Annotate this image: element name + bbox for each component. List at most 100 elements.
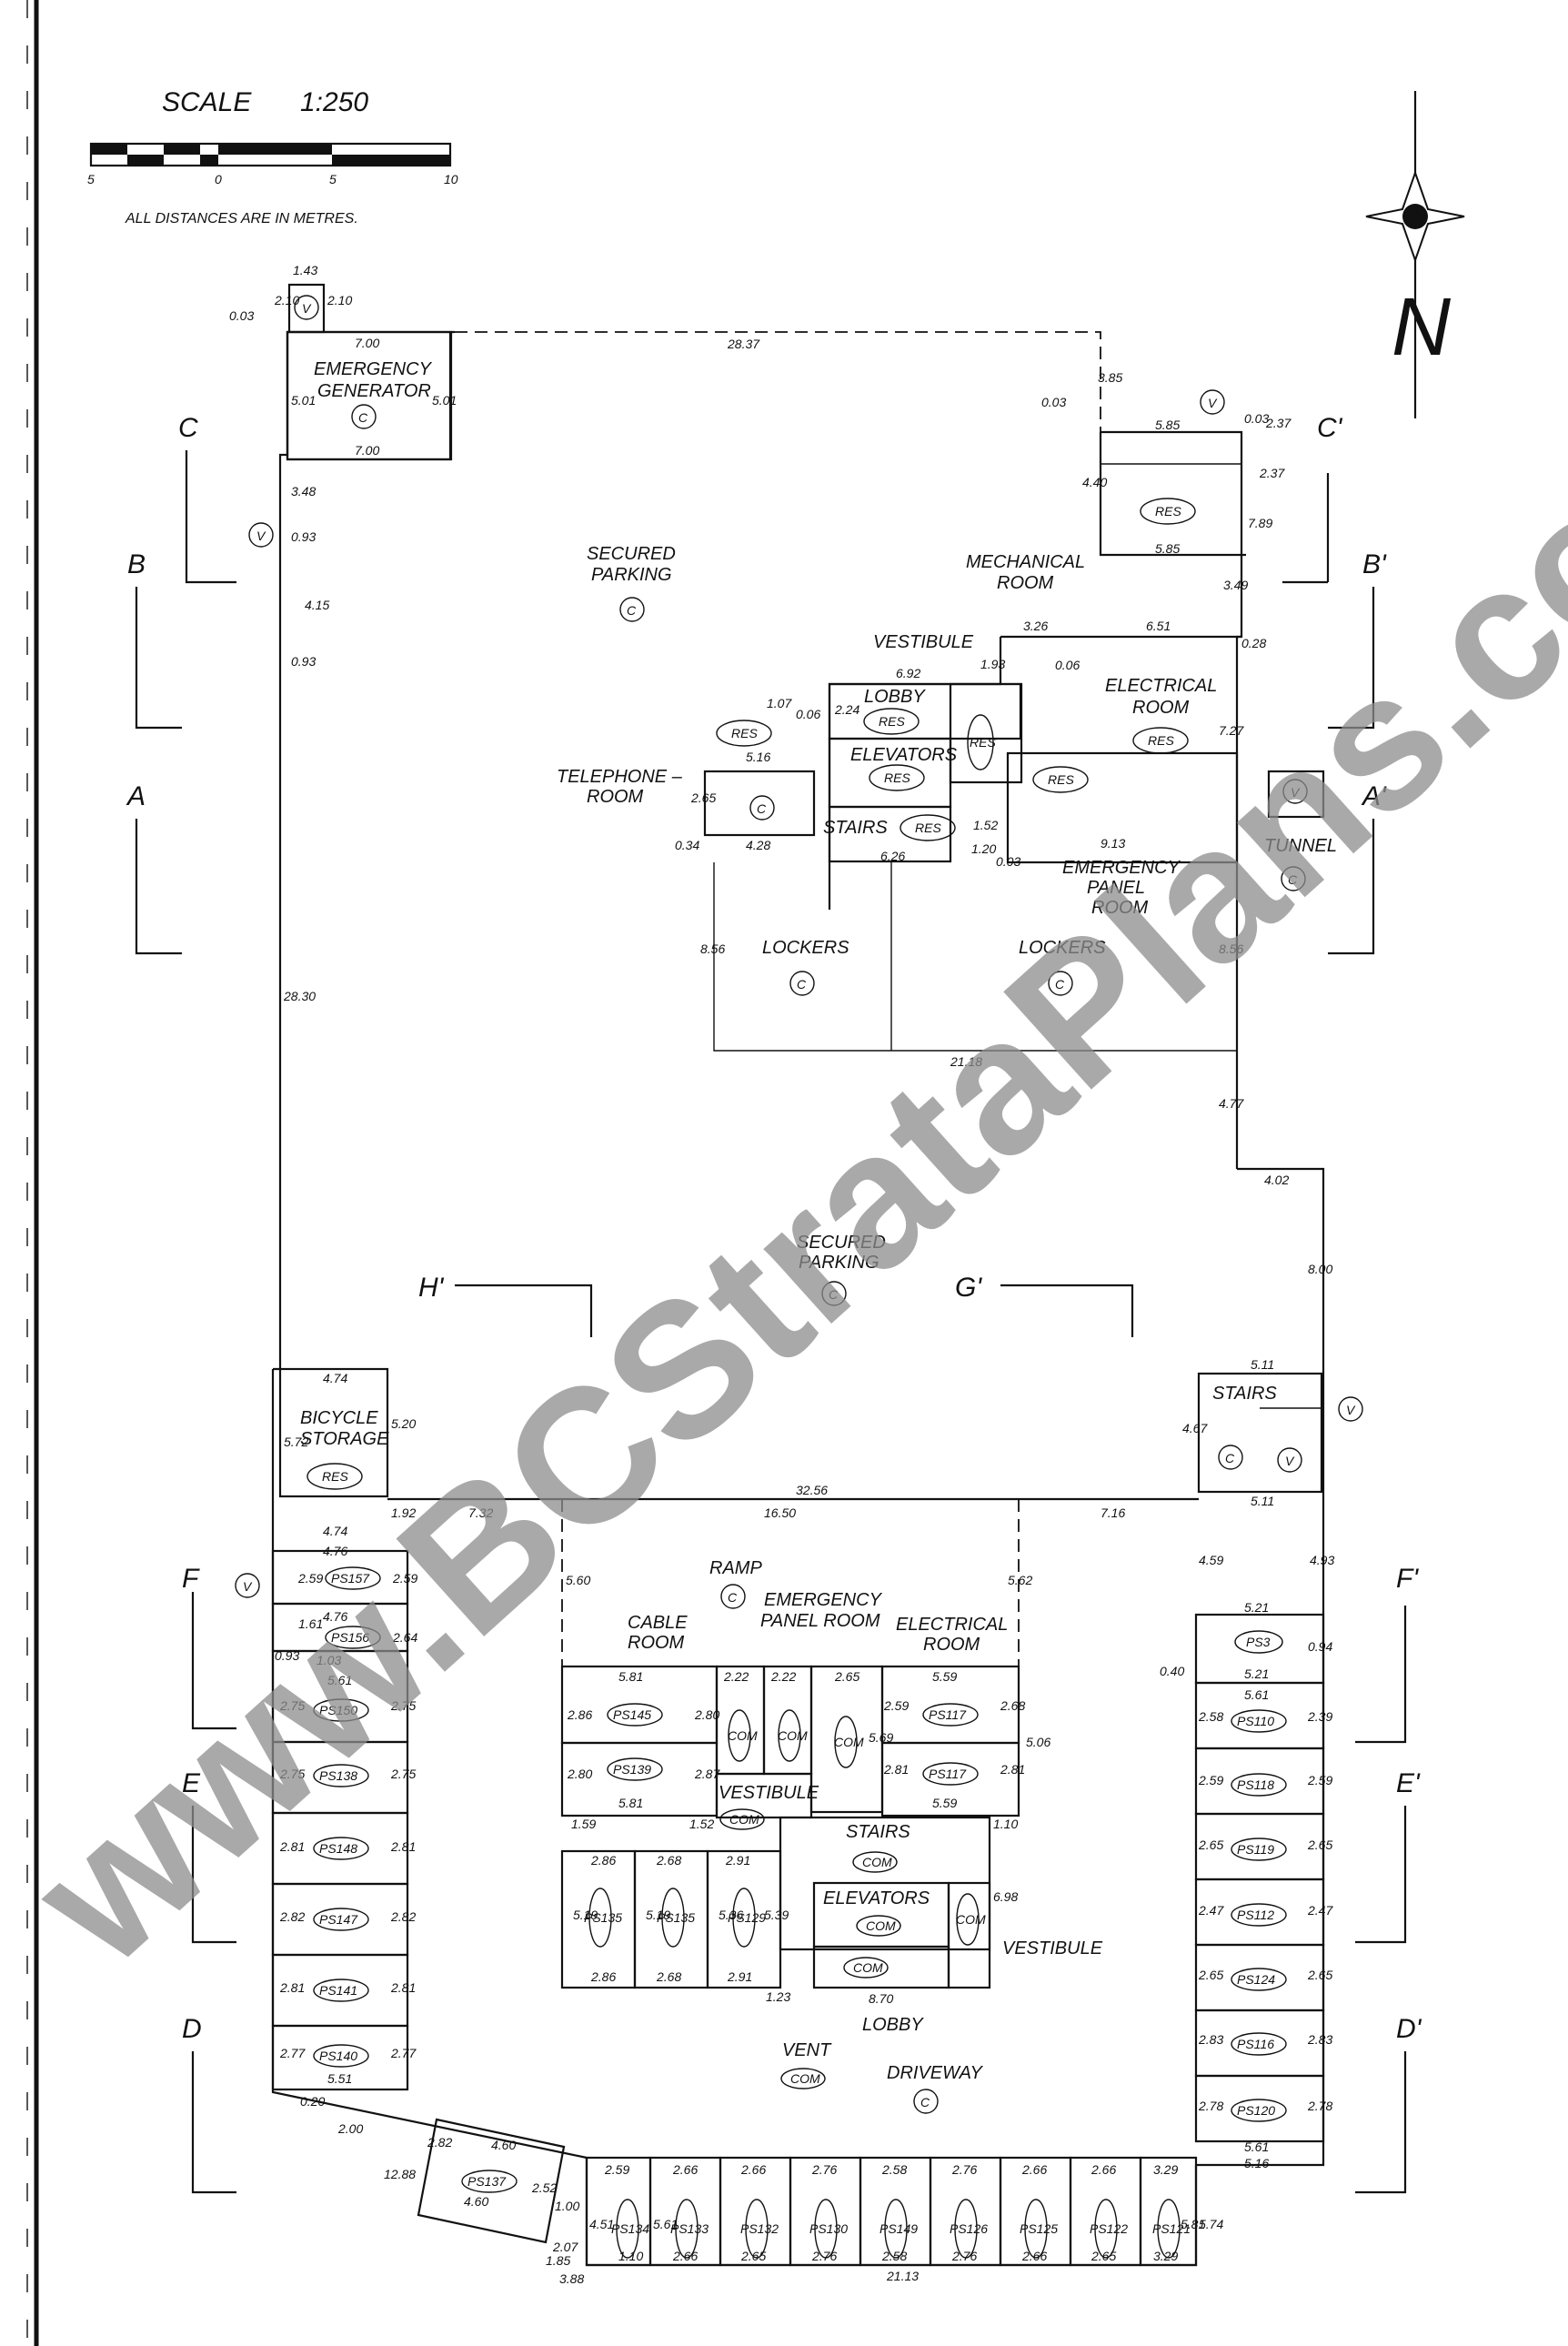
stall-oval: PS135 [657,1888,695,1948]
svg-text:PS134: PS134 [611,2221,649,2236]
lockers-label: LOCKERS [762,938,849,958]
svg-text:C: C [797,977,807,992]
code-c-marker: C [821,1281,847,1306]
scale-tick: 10 [444,172,458,186]
com-oval: COM [780,2068,826,2089]
res-com-ovals: RES RES RES RES RES RES RES RES RES COM … [307,498,1196,2089]
svg-text:16.50: 16.50 [764,1505,796,1520]
svg-text:RES: RES [731,726,758,740]
stall-oval: PS130 [809,2199,848,2259]
svg-text:5.21: 5.21 [1244,1666,1269,1681]
vestibule-label: VESTIBULE [719,1783,819,1803]
stall-oval: PS132 [740,2199,779,2259]
svg-text:2.91: 2.91 [727,1969,752,1984]
stall-oval: PS145 [607,1703,663,1727]
res-oval: RES [1140,498,1196,525]
bottom-parking-row [585,2156,1198,2267]
svg-text:PS122: PS122 [1090,2221,1128,2236]
code-v-marker: V [1282,779,1308,804]
svg-text:8.56: 8.56 [700,941,725,956]
svg-text:5.11: 5.11 [1251,1357,1274,1372]
svg-text:2.37: 2.37 [1265,416,1292,430]
svg-text:C: C [1055,977,1065,992]
north-arrow: N [1365,91,1465,418]
svg-text:5.85: 5.85 [1155,541,1180,556]
svg-text:2.68: 2.68 [656,1969,681,1984]
svg-text:PS147: PS147 [319,1912,358,1927]
svg-text:1.52: 1.52 [973,818,998,832]
svg-text:C: C [627,603,637,618]
stall-oval: PS149 [879,2199,918,2259]
code-c-marker: C [749,795,775,821]
code-v-marker: V [294,295,319,320]
cable-label: CABLE [628,1613,688,1633]
svg-text:5.11: 5.11 [1251,1494,1274,1508]
code-v-marker: V [1277,1447,1302,1473]
secured-parking-labels: SECURED PARKING SECURED PARKING [587,544,886,1273]
svg-text:C: C [358,410,368,425]
room-label: ROOM [997,573,1054,593]
svg-text:5.85: 5.85 [1155,418,1180,432]
svg-text:6.98: 6.98 [993,1889,1018,1904]
svg-text:PS149: PS149 [879,2221,918,2236]
svg-text:5.21: 5.21 [1244,1600,1269,1615]
svg-text:6.51: 6.51 [1146,619,1171,633]
svg-text:COM: COM [728,1728,758,1743]
svg-text:2.86: 2.86 [590,1969,616,1984]
svg-text:2.82: 2.82 [279,1909,305,1924]
svg-text:COM: COM [862,1855,892,1869]
com-oval: COM [834,1716,864,1768]
stall-oval: PS118 [1231,1773,1287,1797]
svg-text:V: V [1208,396,1218,410]
panel-label: PANEL [1087,878,1145,898]
svg-text:2.10: 2.10 [327,293,352,307]
svg-text:7.00: 7.00 [355,443,379,458]
svg-text:5.72: 5.72 [284,1435,308,1449]
svg-text:0.03: 0.03 [996,854,1020,869]
svg-text:PS156: PS156 [331,1630,369,1645]
svg-text:2.66: 2.66 [1021,2249,1047,2263]
vestibule-label: VESTIBULE [873,632,974,652]
svg-text:8.70: 8.70 [869,1991,893,2006]
svg-text:RES: RES [884,770,910,785]
res-oval: RES [716,720,772,747]
generator-label: GENERATOR [317,381,431,401]
res-oval: RES [869,764,925,791]
svg-text:2.65: 2.65 [740,2249,766,2263]
stall-oval: PS121 [1152,2199,1191,2259]
svg-text:1.92: 1.92 [391,1505,416,1520]
svg-text:RES: RES [1148,733,1174,748]
svg-text:2.65: 2.65 [1198,1838,1223,1852]
code-c-marker: C [1281,866,1306,891]
svg-text:3.26: 3.26 [1023,619,1048,633]
svg-text:0.93: 0.93 [291,654,316,669]
code-v-marker: V [1338,1396,1363,1422]
svg-text:V: V [1346,1403,1356,1417]
section-d: D [182,2014,202,2044]
svg-text:V: V [1285,1454,1295,1468]
svg-text:COM: COM [778,1728,808,1743]
svg-text:COM: COM [834,1735,864,1749]
room-label: ROOM [1091,898,1149,918]
section-d2: D' [1396,2014,1422,2044]
svg-text:2.80: 2.80 [567,1767,592,1781]
res-oval: RES [967,714,996,770]
vestibule-label: VESTIBULE [1002,1938,1103,1958]
svg-text:2.76: 2.76 [811,2162,837,2177]
svg-text:PS132: PS132 [740,2221,779,2236]
svg-text:2.65: 2.65 [1198,1968,1223,1982]
svg-text:C: C [829,1287,839,1302]
svg-text:PS121: PS121 [1152,2221,1191,2236]
svg-text:2.81: 2.81 [390,1980,416,1995]
mechanical-room: MECHANICAL ROOM [966,432,1246,593]
svg-text:2.83: 2.83 [1307,2032,1332,2047]
svg-text:2.00: 2.00 [337,2121,363,2136]
svg-text:1.20: 1.20 [971,841,996,856]
stall-oval: PS112 [1231,1903,1287,1927]
svg-text:5.51: 5.51 [327,2071,352,2086]
svg-text:PS135: PS135 [584,1910,622,1925]
svg-text:COM: COM [790,2071,820,2086]
svg-text:0.34: 0.34 [675,838,699,852]
svg-text:4.74: 4.74 [323,1524,347,1538]
